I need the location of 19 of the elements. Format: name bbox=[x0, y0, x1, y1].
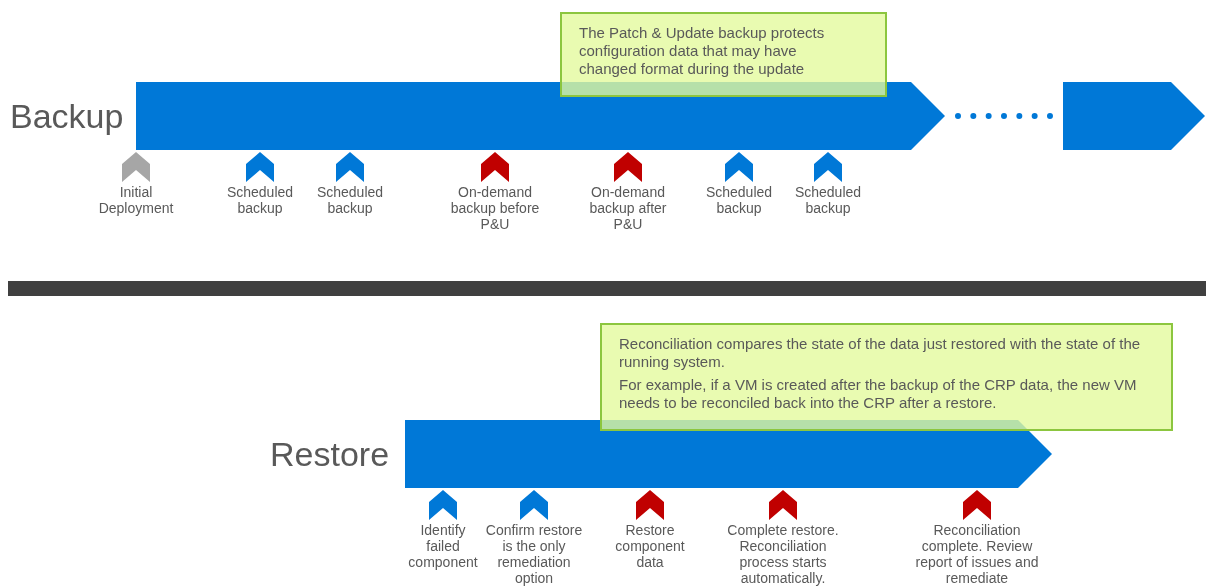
callout-text: For example, if a VM is created after the backup of the CRP data, the new VM needs to be reconciled back into the CRP after a restore. bbox=[619, 376, 1138, 412]
timeline-title: Restore bbox=[270, 437, 390, 471]
milestone-label: Identify failed component bbox=[407, 522, 479, 570]
callout-box bbox=[600, 323, 1173, 431]
timeline-title: Backup bbox=[10, 99, 124, 133]
milestone-label: Scheduled backup bbox=[793, 184, 863, 216]
milestone-label: Initial Deployment bbox=[97, 184, 175, 216]
milestone-label: Restore component data bbox=[614, 522, 686, 570]
callout-box bbox=[560, 12, 887, 97]
milestone-label: On-demand backup after P&U bbox=[588, 184, 668, 232]
callout-text: Reconciliation compares the state of the data just restored with the state of the running system. bbox=[619, 335, 1142, 371]
milestone-label: Confirm restore is the only remediation option bbox=[484, 522, 584, 586]
milestone-label: On-demand backup before P&U bbox=[449, 184, 541, 232]
milestone-label: Scheduled backup bbox=[225, 184, 295, 216]
milestone-label: Scheduled backup bbox=[315, 184, 385, 216]
milestone-label: Reconciliation complete. Review report of issues and remediate bbox=[914, 522, 1040, 586]
callout-text: The Patch & Update backup protects configuration data that may have changed format during the update bbox=[579, 24, 826, 78]
milestone-label: Scheduled backup bbox=[704, 184, 774, 216]
milestone-label: Complete restore. Reconciliation process starts automatically. bbox=[726, 522, 840, 586]
